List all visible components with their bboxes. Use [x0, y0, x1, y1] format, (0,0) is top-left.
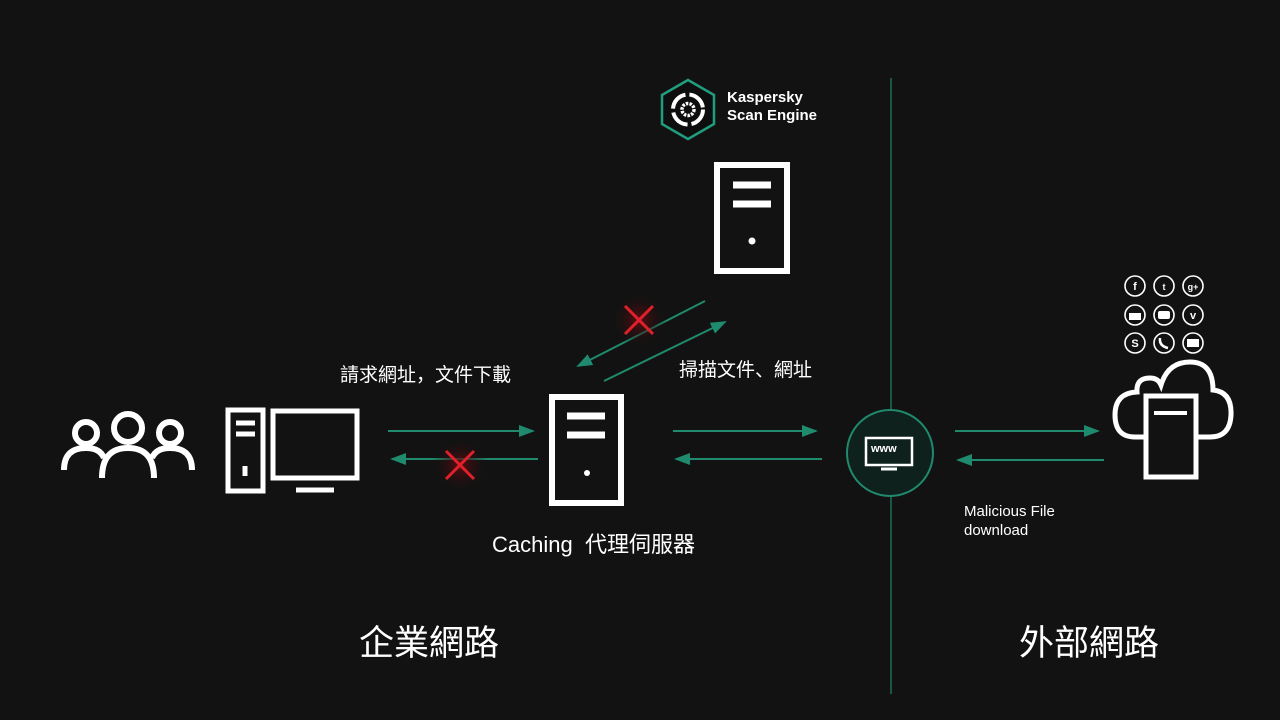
skype-icon: S: [1124, 332, 1146, 354]
blocked-icon: [432, 437, 488, 493]
google-plus-icon: g+: [1182, 275, 1204, 297]
scan-request-arrow: [603, 321, 727, 382]
blocked-icon: [611, 292, 667, 348]
vimeo-icon: v: [1182, 304, 1204, 326]
cloud-server-icon: [1112, 359, 1234, 480]
social-icons: f t g+ v S: [1124, 275, 1204, 354]
www-icon: [846, 409, 934, 497]
malicious-label-line1: Malicious File: [964, 503, 1055, 520]
svg-text:t: t: [1163, 282, 1166, 292]
mail-icon: [1182, 332, 1204, 354]
www-label: www: [871, 443, 897, 455]
desktop-computer-icon: [225, 407, 360, 494]
proxy-label: Caching 代理伺服器: [492, 532, 695, 557]
phone-icon: [1153, 332, 1175, 354]
logo-product: Scan Engine: [727, 107, 818, 124]
scan-label: 掃描文件、網址: [679, 360, 813, 381]
facebook-icon: f: [1124, 275, 1146, 297]
request-label: 請求網址，文件下載: [340, 365, 512, 386]
proxy-server-icon: [549, 394, 624, 506]
kaspersky-logo-icon: [660, 78, 716, 141]
logo-brand: Kaspersky: [727, 89, 803, 106]
video-icon: [1153, 304, 1175, 326]
users-icon: [61, 411, 195, 479]
svg-text:S: S: [1131, 338, 1138, 350]
svg-text:v: v: [1190, 310, 1197, 322]
enterprise-network-label: 企業網路: [359, 624, 500, 663]
scan-engine-server-icon: [714, 162, 790, 274]
youtube-icon: [1124, 304, 1146, 326]
svg-text:f: f: [1133, 281, 1137, 293]
svg-text:g+: g+: [1188, 282, 1199, 292]
twitter-icon: t: [1153, 275, 1175, 297]
malicious-label-line2: download: [964, 522, 1029, 539]
external-network-label: 外部網路: [1019, 624, 1160, 663]
